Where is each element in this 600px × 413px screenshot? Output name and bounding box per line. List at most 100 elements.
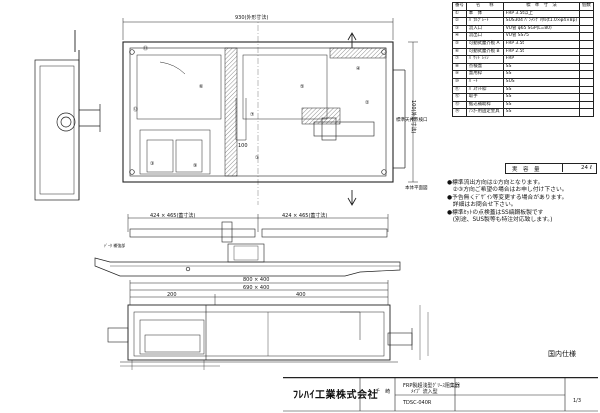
- part-number: ⑪: [452, 85, 467, 95]
- part-number: ⑧: [452, 62, 467, 72]
- callout-12: ⑫: [133, 107, 139, 113]
- part-spec: SS: [502, 100, 581, 110]
- bottom-dim-200: 200: [167, 292, 177, 298]
- part-spec: FRP: [502, 55, 581, 64]
- below-note: 本体平面図: [405, 186, 428, 191]
- part-spec: FRP 3.5t以上: [502, 9, 581, 19]
- part-name: ﾊﾞｰﾄ: [465, 77, 504, 87]
- part-count: [579, 32, 594, 41]
- part-name: 据込補助枠: [465, 100, 504, 110]
- part-name: 蓋用枠: [465, 70, 504, 79]
- callout-1: ①: [255, 155, 260, 161]
- callout-4: ④: [356, 66, 361, 72]
- part-count: [579, 47, 594, 57]
- bottom-dim-400: 400: [296, 292, 306, 298]
- part-name: 流入口: [465, 24, 504, 34]
- part-number: ⑦: [452, 55, 467, 64]
- side-dim-a: 424 × 465(蓋寸法): [150, 213, 196, 219]
- title-block: ﾌﾚﾊｲ工業株式会社 千 崎 FRP製超浅型ｸﾞﾘｰｽ阻集器 ﾒｲﾌﾟ 流入型 …: [283, 377, 598, 412]
- part-count: [579, 100, 594, 110]
- part-name: ﾊﾞﾌﾙﾌﾟﾚｰﾄ: [465, 17, 504, 26]
- part-count: [579, 85, 594, 95]
- part-count: [579, 55, 594, 64]
- part-number: ③: [452, 24, 467, 34]
- note-line: ②③方向ご希望の場合はお申し付け下さい。: [447, 187, 568, 194]
- side-note-left: ﾃﾞｰﾀ 補強部: [104, 243, 126, 248]
- callout-2: ②: [365, 100, 370, 106]
- part-spec: SS: [502, 85, 581, 95]
- header-spec: 標 準 寸 法: [502, 2, 581, 11]
- callout-5: ⑤: [300, 84, 305, 90]
- part-spec: FRP 2.5t: [502, 47, 581, 57]
- product-line-2: ﾒｲﾌﾟ 流入型: [411, 389, 438, 395]
- part-spec: SS: [502, 108, 581, 117]
- part-spec: VU管 SS75: [502, 32, 581, 41]
- callout-3: ③: [150, 161, 155, 167]
- part-number: ⑥: [452, 47, 467, 57]
- part-name: ｱﾝｶｰ用固定金具: [465, 108, 504, 117]
- title-block-lines: [283, 377, 598, 412]
- part-count: [579, 93, 594, 102]
- part-name: 流出口: [465, 32, 504, 41]
- bottom-dim-outer: 800 × 400: [243, 277, 270, 283]
- callout-9: ⑨: [193, 163, 198, 169]
- capacity-value: 24 ℓ: [580, 165, 592, 171]
- note-line: 詳細はお問合せ下さい。: [447, 202, 517, 209]
- note-line: ●予告無くﾃﾞｻﾞｲﾝ等変更する場合があります。: [447, 194, 568, 201]
- part-name: ﾊﾞｹｯﾄﾞﾚｯｼﾞ: [465, 55, 504, 64]
- note-line: (別途、SUS製等も特注対応致します。): [447, 217, 553, 224]
- inner-dimension-label: 100: [238, 143, 248, 149]
- callout-13: ⑬: [143, 46, 149, 52]
- part-number: ⑤: [452, 39, 467, 49]
- note-line: ●標準ｾｯﾄの点検蓋はSS縞鋼板製です: [447, 209, 544, 216]
- part-count: [579, 108, 594, 117]
- part-spec: SUS: [502, 77, 581, 87]
- part-name: 可動式塵芥板 B: [465, 47, 504, 57]
- part-count: [579, 17, 594, 26]
- part-count: [579, 62, 594, 72]
- callout-6: ⑥: [199, 84, 204, 90]
- header-name: 名 称: [465, 2, 504, 11]
- tag-note: 標準天井点検口: [396, 118, 428, 123]
- bottom-section-view: [107, 280, 429, 370]
- part-name: 本 体: [465, 9, 504, 19]
- part-count: [579, 77, 594, 87]
- part-number: ⑬: [452, 100, 467, 110]
- part-number: ⑭: [452, 108, 467, 117]
- part-spec: SS: [502, 93, 581, 102]
- part-spec: SS: [502, 62, 581, 72]
- parts-table-header: 番号 名 称 標 準 寸 法 個数: [452, 2, 594, 11]
- part-spec: SUS304 ﾊﾟﾝﾁﾝｸﾞﾒﾀﾙ(t1.0×φ4×8p): [502, 17, 581, 26]
- bottom-dim-inner: 690 × 400: [243, 285, 270, 291]
- part-number: ⑩: [452, 77, 467, 87]
- header-number: 番号: [452, 2, 467, 11]
- part-spec: SS: [502, 70, 581, 79]
- part-name: 点検蓋: [465, 62, 504, 72]
- header-count: 個数: [579, 2, 594, 11]
- note-line: ●標準流出方向は①方向となります。: [447, 180, 544, 186]
- capacity-label: 実 容 量: [512, 167, 540, 173]
- side-section-view: [94, 214, 401, 277]
- model-number: TDSC-040R: [403, 400, 432, 406]
- capacity-divider: [562, 163, 563, 173]
- part-count: [579, 39, 594, 49]
- spec-label: 国内仕様: [548, 350, 576, 358]
- top-dimension-label: 930(外形寸法): [235, 15, 269, 21]
- part-count: [579, 70, 594, 79]
- callout-7: ⑦: [250, 112, 255, 118]
- drawn-by: 千 崎: [375, 389, 391, 395]
- capacity-box: 実 容 量 24 ℓ: [505, 163, 597, 174]
- part-spec: FRP 3.5t: [502, 39, 581, 49]
